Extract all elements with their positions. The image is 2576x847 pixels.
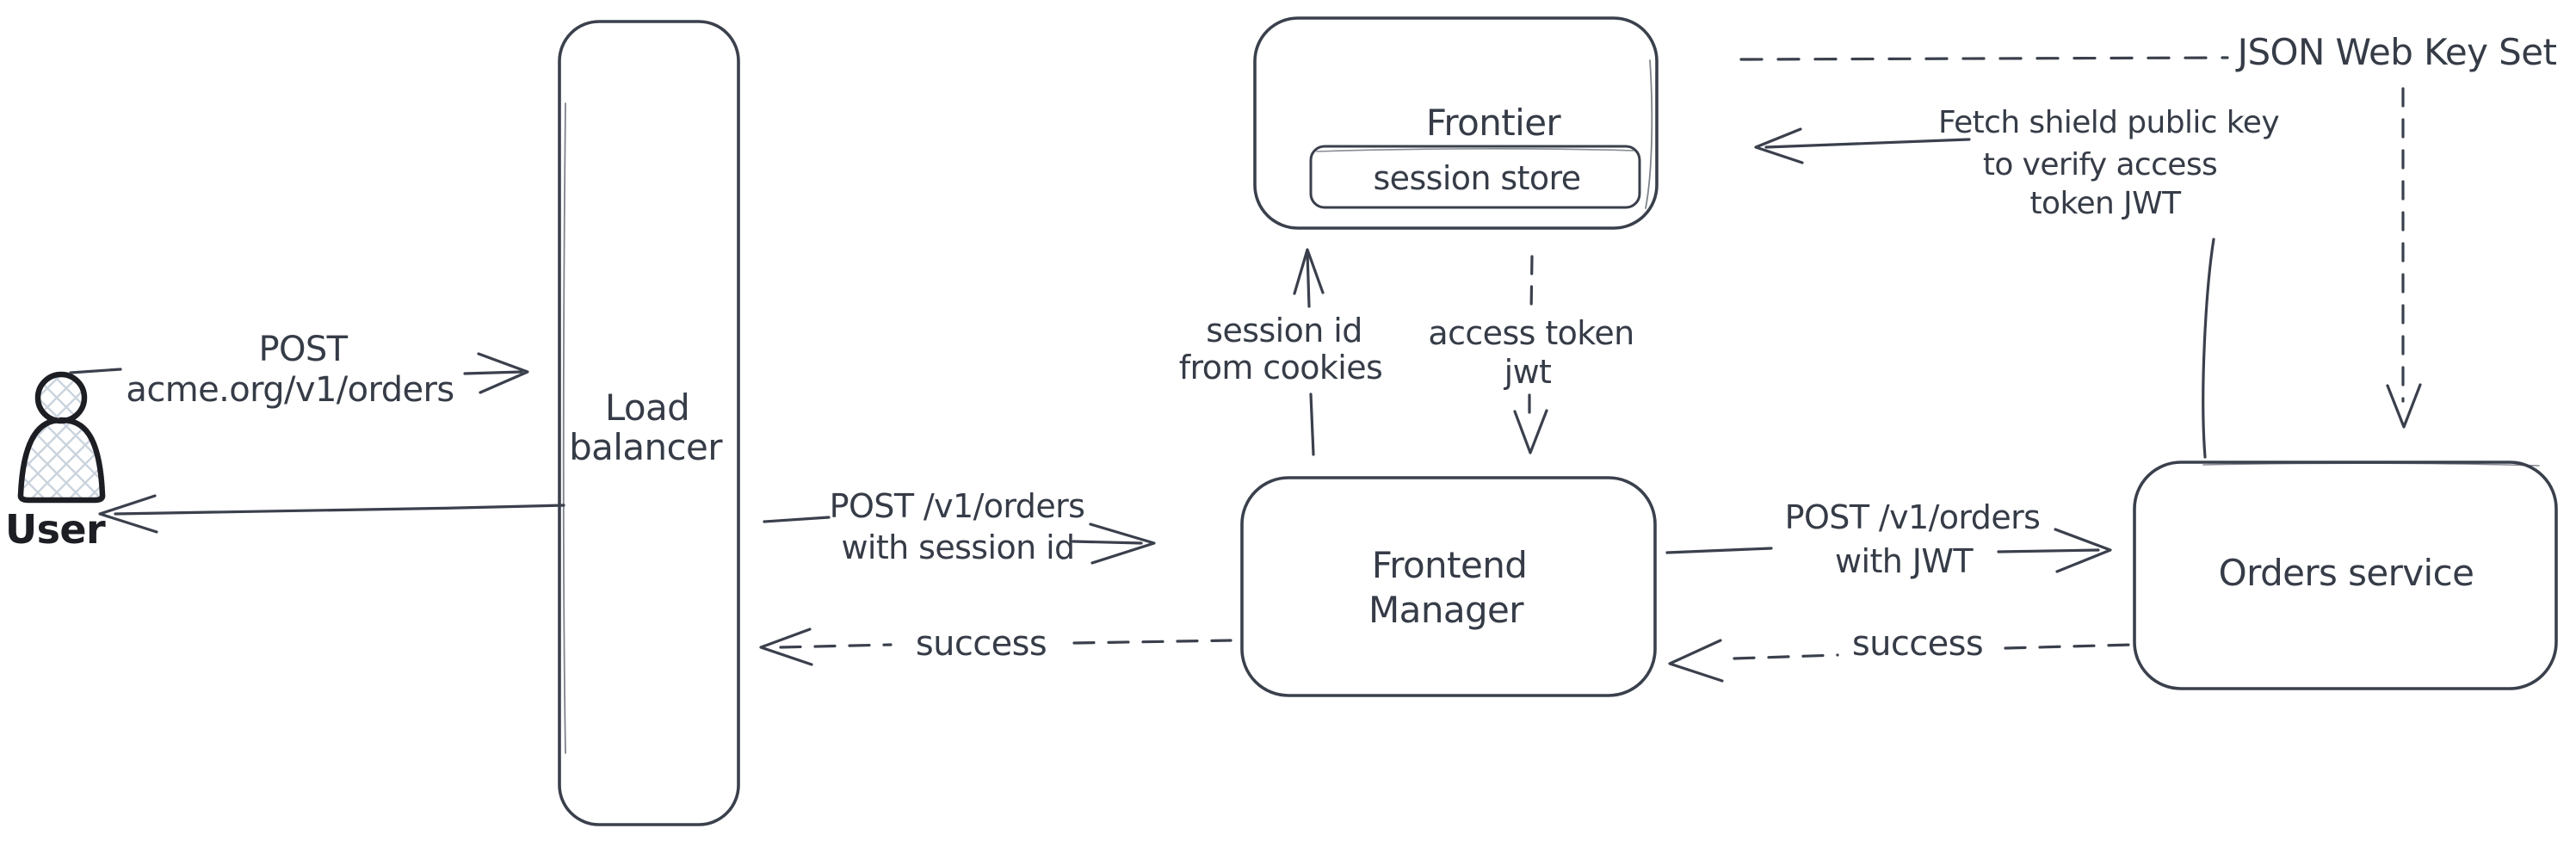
edge-line xyxy=(763,516,831,523)
arrowhead-left-icon xyxy=(1668,639,1724,683)
edge-label-post-orders-session-line2: with session id xyxy=(841,529,1075,566)
node-load-balancer-box xyxy=(558,20,740,826)
orders-service-label: Orders service xyxy=(2218,552,2474,594)
edge-frontier-to-jwks xyxy=(1739,56,2422,429)
session-store-label: session store xyxy=(1373,159,1581,197)
edge-line xyxy=(1665,547,1773,554)
edge-line xyxy=(1072,540,1143,545)
arrowhead-right-icon xyxy=(477,352,529,394)
edge-dashed-line xyxy=(1529,255,1534,316)
edge-orders-service-to-frontend-manager-success xyxy=(1668,639,2134,683)
load-balancer-label-line1: Load xyxy=(604,386,690,429)
edge-label-success-right: success xyxy=(1851,624,1984,664)
node-frontend-manager-box xyxy=(1240,476,1657,697)
edge-label-post: POST xyxy=(258,330,348,369)
edge-label-post-orders-session-line1: POST /v1/orders xyxy=(829,487,1085,525)
edge-line xyxy=(114,504,565,516)
arrowhead-right-icon xyxy=(1089,522,1156,565)
edge-line xyxy=(463,370,523,375)
arrowhead-up-icon xyxy=(1293,248,1325,295)
edge-label-session-id-line1: session id xyxy=(1206,312,1362,349)
arrowhead-down-icon xyxy=(2386,383,2422,429)
edge-label-session-id-line2: from cookies xyxy=(1178,349,1383,386)
frontier-label: Frontier xyxy=(1425,102,1561,144)
edge-label-post-orders-jwt-line1: POST /v1/orders xyxy=(1784,498,2041,536)
edge-label-fetch-key-line1: Fetch shield public key xyxy=(1937,105,2280,140)
edge-label-fetch-key-line2: to verify access xyxy=(1982,147,2218,182)
frontend-manager-label-line2: Manager xyxy=(1368,589,1524,631)
edge-frontend-manager-to-orders-service xyxy=(1665,528,2112,573)
edge-frontend-manager-to-frontier xyxy=(1293,248,1325,456)
edge-label-access-token-line1: access token xyxy=(1428,314,1634,352)
edge-dashed-line xyxy=(779,643,893,649)
frontend-manager-label-line1: Frontend xyxy=(1371,544,1528,586)
jwks-label: JSON Web Key Set xyxy=(2237,31,2557,73)
edge-line xyxy=(1306,250,1311,308)
edge-label-fetch-key-line3: token JWT xyxy=(2029,186,2182,221)
arrowhead-right-icon xyxy=(2054,528,2112,573)
node-orders-service-box xyxy=(2133,461,2558,690)
edge-line xyxy=(2202,238,2215,459)
edge-dashed-line xyxy=(1733,653,1839,660)
edge-line xyxy=(69,368,122,374)
edge-orders-service-to-frontier xyxy=(1754,127,2215,459)
edge-label-access-token-line2: jwt xyxy=(1504,353,1552,391)
arrowhead-left-icon xyxy=(759,628,813,666)
arrowhead-left-icon xyxy=(98,494,158,534)
user-icon xyxy=(17,371,106,504)
node-session-store-box xyxy=(1309,145,1641,209)
edge-line xyxy=(1309,393,1315,456)
edge-dashed-line xyxy=(1072,639,1232,645)
edge-label-success-left: success xyxy=(915,624,1047,664)
user-label: User xyxy=(4,506,106,553)
edge-frontend-manager-to-load-balancer-success xyxy=(759,628,1232,666)
edge-line xyxy=(1764,138,1971,149)
edge-dashed-line xyxy=(2004,643,2134,650)
edge-load-balancer-to-frontend-manager xyxy=(763,516,1156,565)
edge-label-acme-url: acme.org/v1/orders xyxy=(126,370,454,410)
load-balancer-label-line2: balancer xyxy=(569,426,722,468)
arrowhead-down-icon xyxy=(1513,409,1548,454)
edge-load-balancer-to-user xyxy=(98,494,565,534)
arrowhead-left-icon xyxy=(1754,127,1804,164)
edge-line xyxy=(1997,548,2100,553)
edge-frontier-to-frontend-manager xyxy=(1513,255,1548,454)
edge-label-post-orders-jwt-line2: with JWT xyxy=(1835,542,1974,580)
edge-dashed-line xyxy=(1739,56,2229,61)
edge-user-to-load-balancer xyxy=(69,352,529,394)
